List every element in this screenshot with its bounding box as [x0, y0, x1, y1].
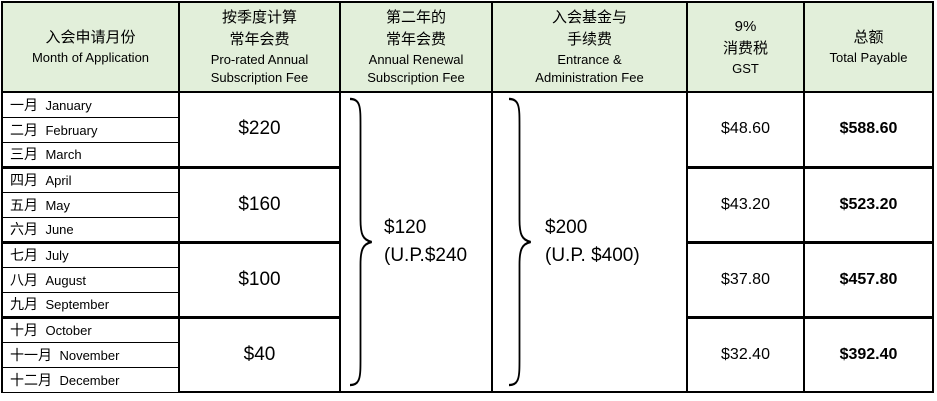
month-zh: 一月 [10, 96, 38, 113]
col-header-renewal: 第二年的 常年会费 Annual Renewal Subscription Fe… [339, 1, 493, 93]
header-pro-rated-zh2: 常年会费 [229, 30, 290, 48]
header-renewal-en2: Subscription Fee [367, 69, 465, 85]
month-en: July [45, 248, 69, 263]
renewal-fee-value-block: $120 (U.P.$240 [342, 214, 490, 271]
header-pro-rated-en2: Subscription Fee [210, 69, 309, 85]
month-zh: 九月 [10, 296, 38, 312]
month-zh: 三月 [10, 146, 38, 162]
month-cell-december: 十二月 December [1, 366, 180, 393]
header-entrance-zh2: 手续费 [566, 30, 612, 48]
table-row: 二月 February [1, 116, 933, 143]
month-zh: 五月 [10, 196, 38, 213]
pro-rated-fee-q4: $40 [178, 315, 341, 393]
table-row: 九月 September [1, 291, 933, 318]
header-gst-zh: 消费税 [722, 39, 768, 57]
header-entrance-zh1: 入会基金与 [551, 9, 627, 27]
header-pro-rated-en1: Pro-rated Annual [210, 51, 309, 67]
month-en: October [45, 323, 92, 338]
month-en: February [45, 122, 98, 138]
month-cell-august: 八月 August [1, 266, 180, 293]
month-zh: 六月 [10, 221, 38, 237]
month-cell-june: 六月 June [1, 216, 180, 243]
col-header-entrance: 入会基金与 手续费 Entrance & Administration Fee [491, 1, 688, 93]
month-cell-january: 一月 January [1, 91, 180, 118]
entrance-fee-value: $200 [545, 216, 588, 238]
renewal-fee-cell: $120 (U.P.$240 [339, 91, 493, 393]
month-cell-may: 五月 May [1, 191, 180, 218]
month-zh: 八月 [10, 271, 38, 288]
col-header-gst: 9% 消费税 GST [686, 1, 805, 93]
table-row: 一月 January $220 $120 (U.P.$240 $200 [1, 91, 934, 393]
pro-rated-fee-q3: $100 [178, 240, 341, 318]
month-cell-july: 七月 July [1, 240, 180, 268]
month-zh: 二月 [10, 121, 38, 138]
month-zh: 十一月 [10, 346, 52, 363]
header-entrance-en2: Administration Fee [535, 69, 644, 85]
month-zh: 十月 [10, 322, 38, 338]
month-cell-march: 三月 March [1, 141, 180, 168]
renewal-fee-value: $120 [384, 216, 427, 238]
header-entrance-en1: Entrance & [557, 51, 622, 67]
month-en: May [45, 197, 71, 213]
month-cell-february: 二月 February [1, 116, 180, 143]
pro-rated-fee-q2: $160 [178, 165, 341, 243]
gst-q3: $37.80 [686, 240, 805, 318]
gst-q4: $32.40 [686, 315, 805, 393]
table-row: 十一月 November [1, 341, 933, 368]
table-row: 三月 March [1, 141, 933, 168]
total-q1: $588.60 [803, 91, 934, 168]
col-header-pro-rated: 按季度计算 常年会费 Pro-rated Annual Subscription… [178, 1, 341, 93]
table-row: 五月 May [1, 191, 933, 218]
table-row: 十二月 December [1, 366, 933, 393]
col-header-total: 总额 Total Payable [803, 1, 934, 93]
right-curly-brace-icon [349, 97, 372, 387]
table-row: 八月 August [1, 266, 933, 293]
month-en: March [45, 147, 82, 162]
header-renewal-en1: Annual Renewal [368, 51, 464, 67]
header-total-en: Total Payable [829, 49, 908, 65]
month-en: April [45, 173, 72, 188]
header-pro-rated-zh1: 按季度计算 [221, 9, 297, 27]
header-renewal-zh1: 第二年的 [385, 9, 446, 27]
month-cell-october: 十月 October [1, 315, 180, 343]
total-q4: $392.40 [803, 315, 934, 393]
month-cell-september: 九月 September [1, 291, 180, 318]
pro-rated-fee-q1: $220 [178, 91, 341, 168]
table-row: 十月 October $40 $32.40 $392.40 [1, 315, 934, 393]
col-header-month: 入会申请月份 Month of Application [1, 1, 180, 93]
month-en: December [59, 372, 120, 388]
month-cell-april: 四月 April [1, 165, 180, 193]
header-total-zh: 总额 [853, 29, 884, 47]
header-month-zh: 入会申请月份 [45, 29, 136, 47]
header-gst-rate: 9% [734, 18, 757, 36]
month-en: August [45, 272, 86, 288]
entrance-fee-cell: $200 (U.P. $400) [491, 91, 688, 393]
table-row: 七月 July $100 $37.80 $457.80 [1, 240, 934, 318]
header-renewal-zh2: 常年会费 [385, 30, 446, 48]
total-q2: $523.20 [803, 165, 934, 243]
month-en: November [59, 347, 120, 363]
month-zh: 四月 [10, 172, 38, 188]
month-zh: 七月 [10, 247, 38, 263]
gst-q1: $48.60 [686, 91, 805, 168]
header-month-en: Month of Application [31, 49, 150, 65]
entrance-fee-value-block: $200 (U.P. $400) [494, 214, 685, 271]
month-zh: 十二月 [10, 371, 52, 388]
header-row: 入会申请月份 Month of Application 按季度计算 常年会费 P… [1, 1, 934, 93]
gst-q2: $43.20 [686, 165, 805, 243]
right-curly-brace-icon [508, 97, 531, 387]
month-en: September [45, 297, 110, 312]
membership-fee-table: 入会申请月份 Month of Application 按季度计算 常年会费 P… [1, 1, 934, 393]
month-cell-november: 十一月 November [1, 341, 180, 368]
total-q3: $457.80 [803, 240, 934, 318]
entrance-fee-usual-price: (U.P. $400) [545, 245, 640, 266]
month-en: January [45, 97, 92, 113]
header-gst-en: GST [732, 60, 759, 76]
month-en: June [45, 222, 74, 237]
renewal-fee-usual-price: (U.P.$240 [384, 245, 468, 266]
